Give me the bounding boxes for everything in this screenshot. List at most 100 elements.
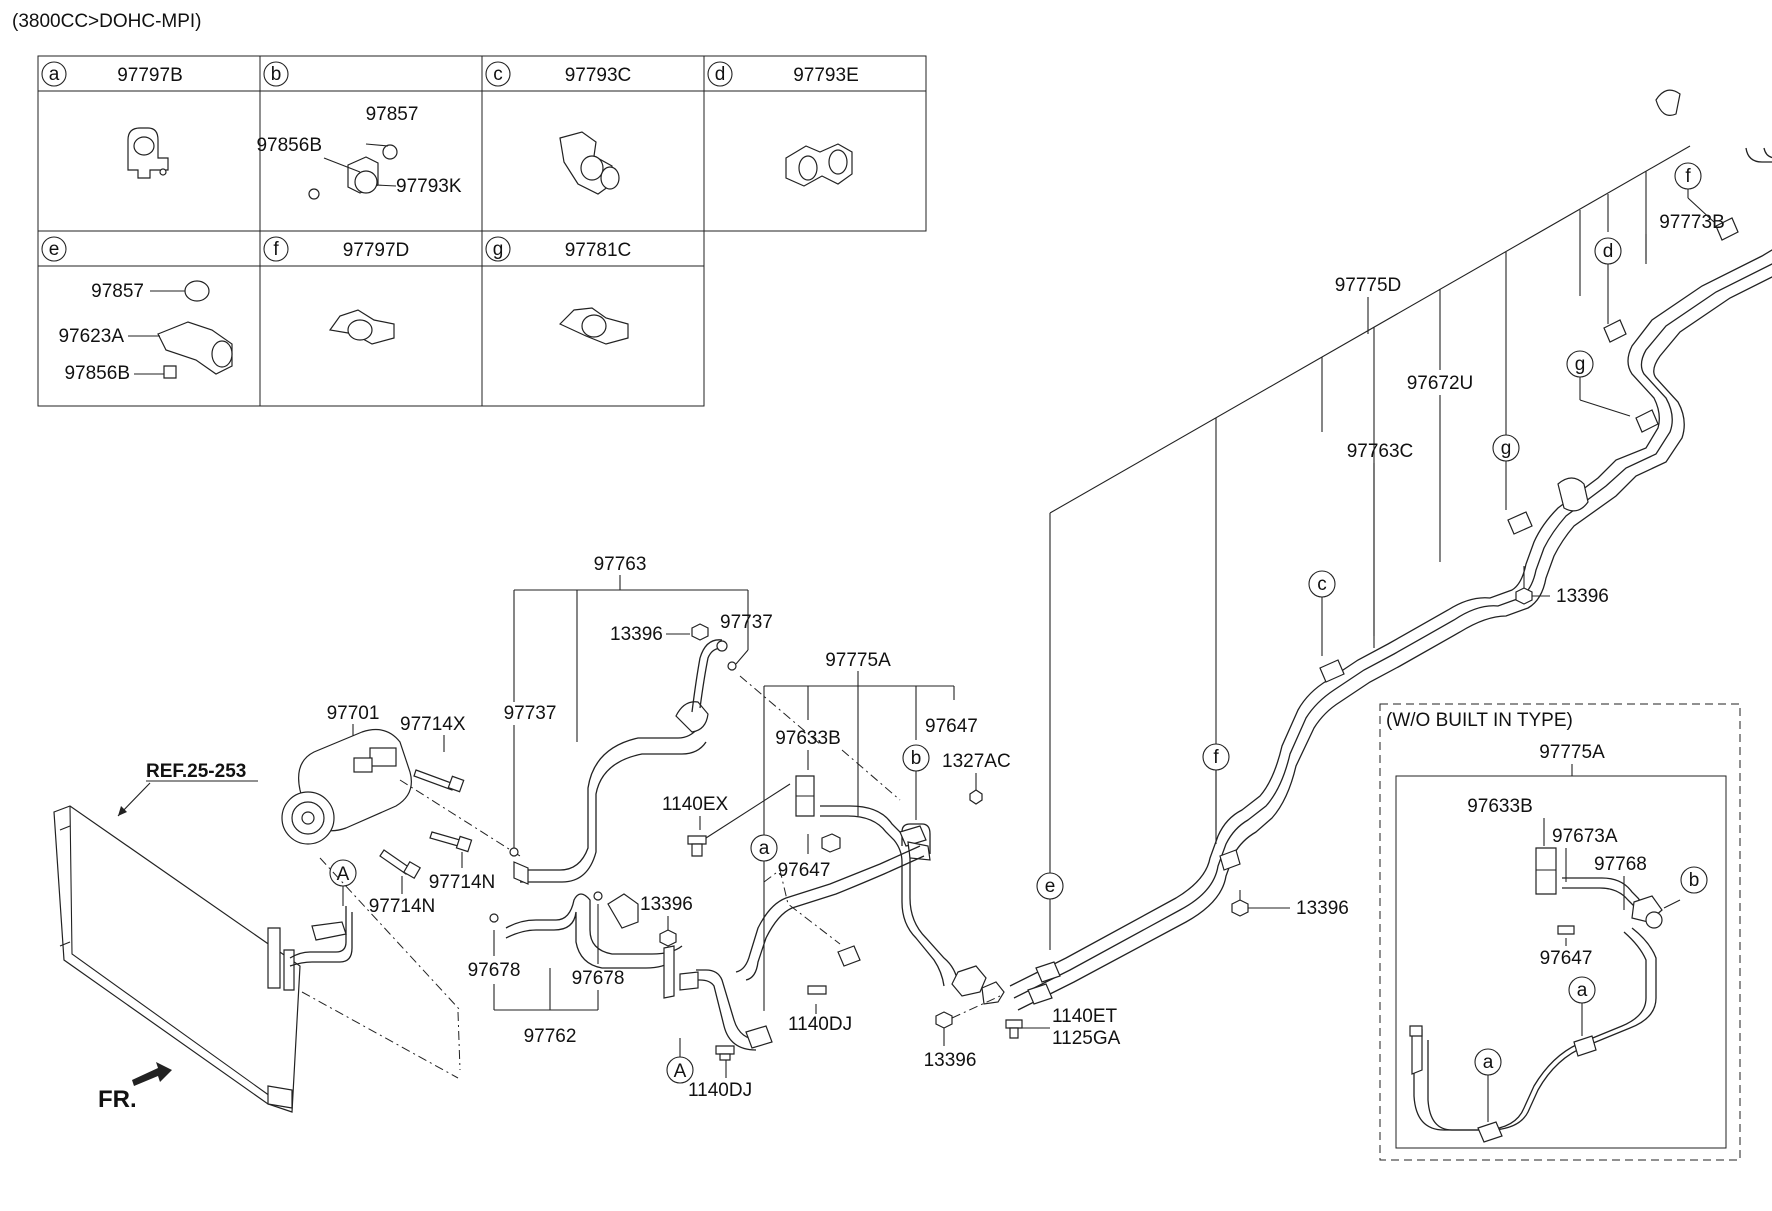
svg-text:97623A: 97623A — [58, 326, 124, 347]
svg-text:13396: 13396 — [1296, 898, 1349, 919]
legend-cell-b: b 97857 97856B 97793K — [256, 61, 462, 200]
svg-text:(W/O BUILT IN TYPE): (W/O BUILT IN TYPE) — [1386, 710, 1573, 731]
marker-f-upper: f — [1674, 162, 1715, 223]
svg-text:13396: 13396 — [610, 624, 663, 645]
marker-g-upper: g — [1566, 350, 1631, 417]
svg-text:e: e — [1045, 876, 1056, 897]
marker-g-line: g — [1492, 434, 1520, 510]
svg-text:97763C: 97763C — [1347, 441, 1414, 462]
svg-text:13396: 13396 — [640, 894, 693, 915]
svg-text:a: a — [49, 64, 60, 85]
svg-text:c: c — [493, 64, 503, 85]
svg-text:97857: 97857 — [366, 104, 419, 125]
svg-text:97797B: 97797B — [117, 65, 183, 86]
svg-text:97633B: 97633B — [775, 728, 841, 749]
svg-text:97856B: 97856B — [256, 135, 322, 156]
svg-text:97701: 97701 — [327, 703, 380, 724]
svg-text:a: a — [1577, 980, 1588, 1001]
svg-text:97647: 97647 — [925, 716, 978, 737]
svg-text:1140EX: 1140EX — [662, 794, 729, 815]
svg-text:d: d — [1603, 241, 1614, 262]
bracket-97623A-icon — [128, 280, 233, 379]
line-97775D: 97775D 97672U 97763C 97773B 13396 13396 — [1009, 89, 1772, 1011]
front-label: FR. — [98, 1086, 137, 1113]
svg-text:97678: 97678 — [572, 968, 625, 989]
svg-text:1327AC: 1327AC — [942, 751, 1011, 772]
svg-text:97737: 97737 — [720, 612, 773, 633]
svg-text:g: g — [1501, 438, 1512, 459]
svg-text:c: c — [1317, 574, 1327, 595]
inset-marker-a-lower: a — [1474, 1048, 1502, 1122]
legend-cell-f: f 97797D — [263, 236, 410, 345]
svg-text:97633B: 97633B — [1467, 796, 1533, 817]
svg-text:13396: 13396 — [1556, 586, 1609, 607]
ref-label: REF.25-253 — [146, 761, 246, 782]
legend-table: a 97797B b 97857 97856B 97793K — [37, 55, 927, 407]
svg-text:97793E: 97793E — [793, 65, 859, 86]
svg-text:g: g — [493, 239, 504, 260]
svg-text:97768: 97768 — [1594, 854, 1647, 875]
svg-text:97773B: 97773B — [1659, 212, 1725, 233]
svg-text:97781C: 97781C — [565, 240, 632, 261]
marker-d-line: d — [1594, 237, 1622, 324]
svg-text:97775D: 97775D — [1335, 275, 1402, 296]
svg-text:97762: 97762 — [524, 1026, 577, 1047]
svg-text:97793K: 97793K — [396, 176, 462, 197]
legend-cell-a: a 97797B — [41, 61, 183, 179]
svg-text:97793C: 97793C — [565, 65, 632, 86]
compressor-97701: 97701 — [281, 703, 412, 845]
svg-text:a: a — [1483, 1052, 1494, 1073]
svg-text:97856B: 97856B — [64, 363, 130, 384]
svg-text:97678: 97678 — [468, 960, 521, 981]
hose-97762: 97678 97678 97762 — [468, 891, 683, 1047]
inset-marker-b: b — [1680, 866, 1708, 894]
legend-cell-d: d 97793E — [707, 61, 859, 187]
svg-text:97647: 97647 — [1540, 948, 1593, 969]
svg-text:b: b — [911, 748, 922, 769]
svg-text:f: f — [1685, 166, 1691, 187]
hose-97763: 97763 97737 13396 97737 — [504, 554, 773, 885]
svg-text:b: b — [271, 64, 282, 85]
clip-97797B-icon — [127, 127, 169, 179]
svg-text:1140DJ: 1140DJ — [688, 1080, 752, 1101]
svg-text:97714N: 97714N — [429, 872, 496, 893]
bolt-97714N-lower: 97714N — [369, 849, 435, 917]
clip-97793K-icon — [308, 143, 398, 200]
line-97775A: 97775A 97633B 97647 1327AC 13396 11 — [640, 650, 1121, 1101]
marker-a-center: a — [750, 834, 778, 862]
svg-text:1125GA: 1125GA — [1052, 1028, 1121, 1049]
svg-text:97647: 97647 — [778, 860, 831, 881]
legend-cell-g: g 97781C — [485, 236, 632, 345]
inset-without-built-in: (W/O BUILT IN TYPE) 97775A 97633B 97673A… — [1379, 703, 1741, 1161]
marker-b-center: b — [902, 744, 930, 820]
svg-text:97672U: 97672U — [1407, 373, 1474, 394]
svg-text:1140ET: 1140ET — [1052, 1006, 1118, 1027]
svg-text:97737: 97737 — [504, 703, 557, 724]
svg-text:b: b — [1689, 870, 1700, 891]
marker-A-condenser: A — [329, 859, 357, 906]
marker-f-line: f — [1202, 743, 1230, 830]
legend-cell-e: e 97857 97623A 97856B — [41, 236, 233, 384]
svg-text:1140DJ: 1140DJ — [788, 1014, 852, 1035]
svg-text:g: g — [1575, 354, 1586, 375]
svg-text:e: e — [49, 239, 60, 260]
svg-text:a: a — [759, 838, 770, 859]
svg-text:97714X: 97714X — [400, 714, 466, 735]
bolt-97714N-upper: 97714N — [429, 831, 496, 893]
marker-A-line: A — [666, 1038, 694, 1084]
clip-97793C-icon — [559, 131, 620, 195]
clip-97797D-icon — [328, 309, 395, 345]
svg-text:97673A: 97673A — [1552, 826, 1618, 847]
svg-text:A: A — [674, 1061, 687, 1082]
legend-cell-c: c 97793C — [485, 61, 632, 195]
svg-text:97797D: 97797D — [343, 240, 410, 261]
svg-text:97775A: 97775A — [825, 650, 891, 671]
bolt-97714X: 97714X — [400, 714, 466, 793]
svg-text:f: f — [273, 239, 279, 260]
svg-text:d: d — [715, 64, 726, 85]
svg-text:f: f — [1213, 747, 1219, 768]
marker-c-line: c — [1308, 570, 1336, 656]
svg-text:97763: 97763 — [594, 554, 647, 575]
svg-text:97857: 97857 — [91, 281, 144, 302]
